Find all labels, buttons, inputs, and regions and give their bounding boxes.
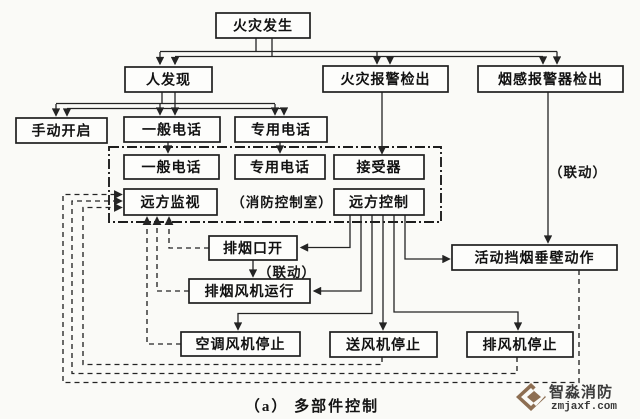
watermark-site-text: zmjaxf.com [551,401,617,413]
edge-rc-to-exhaustfan [393,215,523,331]
node-special-phone-outer: 专用电话 [234,116,328,143]
node-receiver: 接受器 [333,154,425,180]
node-supply-fan-stop-label: 送风机停止 [345,337,421,354]
node-general-phone-outer: 一般电话 [123,116,221,143]
dashed-feedback-connectors [62,190,580,384]
control-room-label: （消防控制室） [231,194,333,210]
node-exhaust-fan-stop: 排风机停止 [466,331,574,358]
node-remote-monitor: 远方监视 [123,188,218,216]
feedback-exhaustfan-to-monitor [71,196,518,375]
watermark-logo-icon [516,383,546,411]
node-ac-fan-stop-label: 空调风机停止 [196,336,286,353]
linkage-label-smoke: （联动） [549,164,607,180]
node-receiver-label: 接受器 [357,159,402,176]
edge-rc-to-vent [299,215,351,252]
edge-rc-to-barrier [404,215,451,264]
node-special-phone-inner-label: 专用电话 [250,159,310,176]
fire-control-room-container [108,146,442,223]
node-fire-alarm-detect-label: 火灾报警检出 [341,71,431,88]
figure-caption: （a） 多部件控制 [245,397,379,415]
node-supply-fan-stop: 送风机停止 [329,331,438,358]
node-general-phone-outer-label: 一般电话 [142,122,202,139]
feedback-vent-to-monitor [164,216,209,249]
node-smoke-fan-run-label: 排烟风机运行 [205,283,295,300]
edge-rc-to-smokefan [312,215,362,296]
node-manual-open: 手动开启 [15,117,108,144]
linkage-label-vent: （联动） [258,264,316,280]
node-special-phone-inner: 专用电话 [234,154,326,180]
node-manual-open-label: 手动开启 [32,123,92,140]
node-fire-alarm-detect: 火灾报警检出 [322,65,449,93]
node-remote-control: 远方控制 [333,188,425,216]
node-smoke-fan-run: 排烟风机运行 [188,278,311,304]
node-remote-control-label: 远方控制 [349,194,409,211]
node-exhaust-fan-stop-label: 排风机停止 [483,337,558,354]
feedback-barrier-to-monitor [62,190,580,384]
node-smoke-barrier-action-label: 活动挡烟垂壁动作 [475,250,595,267]
feedback-acfan-to-monitor [142,216,181,345]
node-smoke-detector-detect-label: 烟感报警器检出 [498,71,603,88]
node-fire-occurs: 火灾发生 [215,12,311,39]
watermark: 智淼消防 zmjaxf.com [516,383,617,413]
node-general-phone-inner-label: 一般电话 [142,159,202,176]
feedback-smokefan-to-monitor [152,216,189,292]
node-special-phone-outer-label: 专用电话 [251,122,311,139]
edge-rc-to-acfan [233,215,373,331]
node-general-phone-inner: 一般电话 [123,154,220,180]
node-smoke-vent-open-label: 排烟口开 [223,240,283,257]
node-smoke-barrier-action: 活动挡烟垂壁动作 [451,244,618,271]
solid-connectors [51,38,562,331]
feedback-supplyfan-to-monitor [82,203,383,366]
node-remote-monitor-label: 远方监视 [141,194,201,211]
node-person-discover-label: 人发现 [146,72,191,89]
node-person-discover: 人发现 [124,66,213,93]
node-smoke-detector-detect: 烟感报警器检出 [477,65,624,93]
watermark-brand-text: 智淼消防 [549,383,613,401]
node-fire-occurs-label: 火灾发生 [233,18,293,35]
node-ac-fan-stop: 空调风机停止 [180,331,301,357]
node-smoke-vent-open: 排烟口开 [208,235,298,261]
